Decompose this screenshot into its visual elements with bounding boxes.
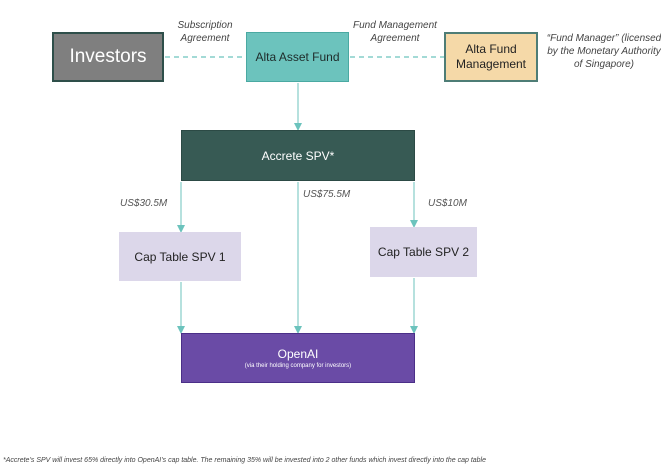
fund-management-agreement-label: Fund Management Agreement <box>353 20 437 44</box>
alta-asset-fund-label: Alta Asset Fund <box>255 50 340 64</box>
openai-node: OpenAI (via their holding company for in… <box>181 333 415 383</box>
openai-sublabel: (via their holding company for investors… <box>244 363 352 369</box>
amount-openai-direct: US$75.5M <box>303 189 351 200</box>
fund-manager-note: “Fund Manager” (licensed by the Monetary… <box>546 33 661 70</box>
cap-table-spv-1-node: Cap Table SPV 1 <box>119 232 241 281</box>
footnote: *Accrete’s SPV will invest 65% directly … <box>3 457 486 464</box>
investors-label: Investors <box>69 46 147 67</box>
amount-spv1: US$30.5M <box>120 198 168 209</box>
cap-table-spv-1-label: Cap Table SPV 1 <box>134 249 226 264</box>
accrete-spv-node: Accrete SPV* <box>181 130 415 181</box>
accrete-spv-label: Accrete SPV* <box>261 148 335 163</box>
openai-label: OpenAI <box>277 347 319 361</box>
alta-fund-management-node: Alta Fund Management <box>444 32 538 82</box>
amount-spv2: US$10M <box>428 198 467 209</box>
alta-asset-fund-node: Alta Asset Fund <box>246 32 349 82</box>
cap-table-spv-2-label: Cap Table SPV 2 <box>377 245 470 259</box>
alta-fund-management-label: Alta Fund Management <box>455 42 527 71</box>
cap-table-spv-2-node: Cap Table SPV 2 <box>370 227 477 277</box>
investors-node: Investors <box>52 32 164 82</box>
subscription-agreement-label: Subscription Agreement <box>177 20 233 44</box>
